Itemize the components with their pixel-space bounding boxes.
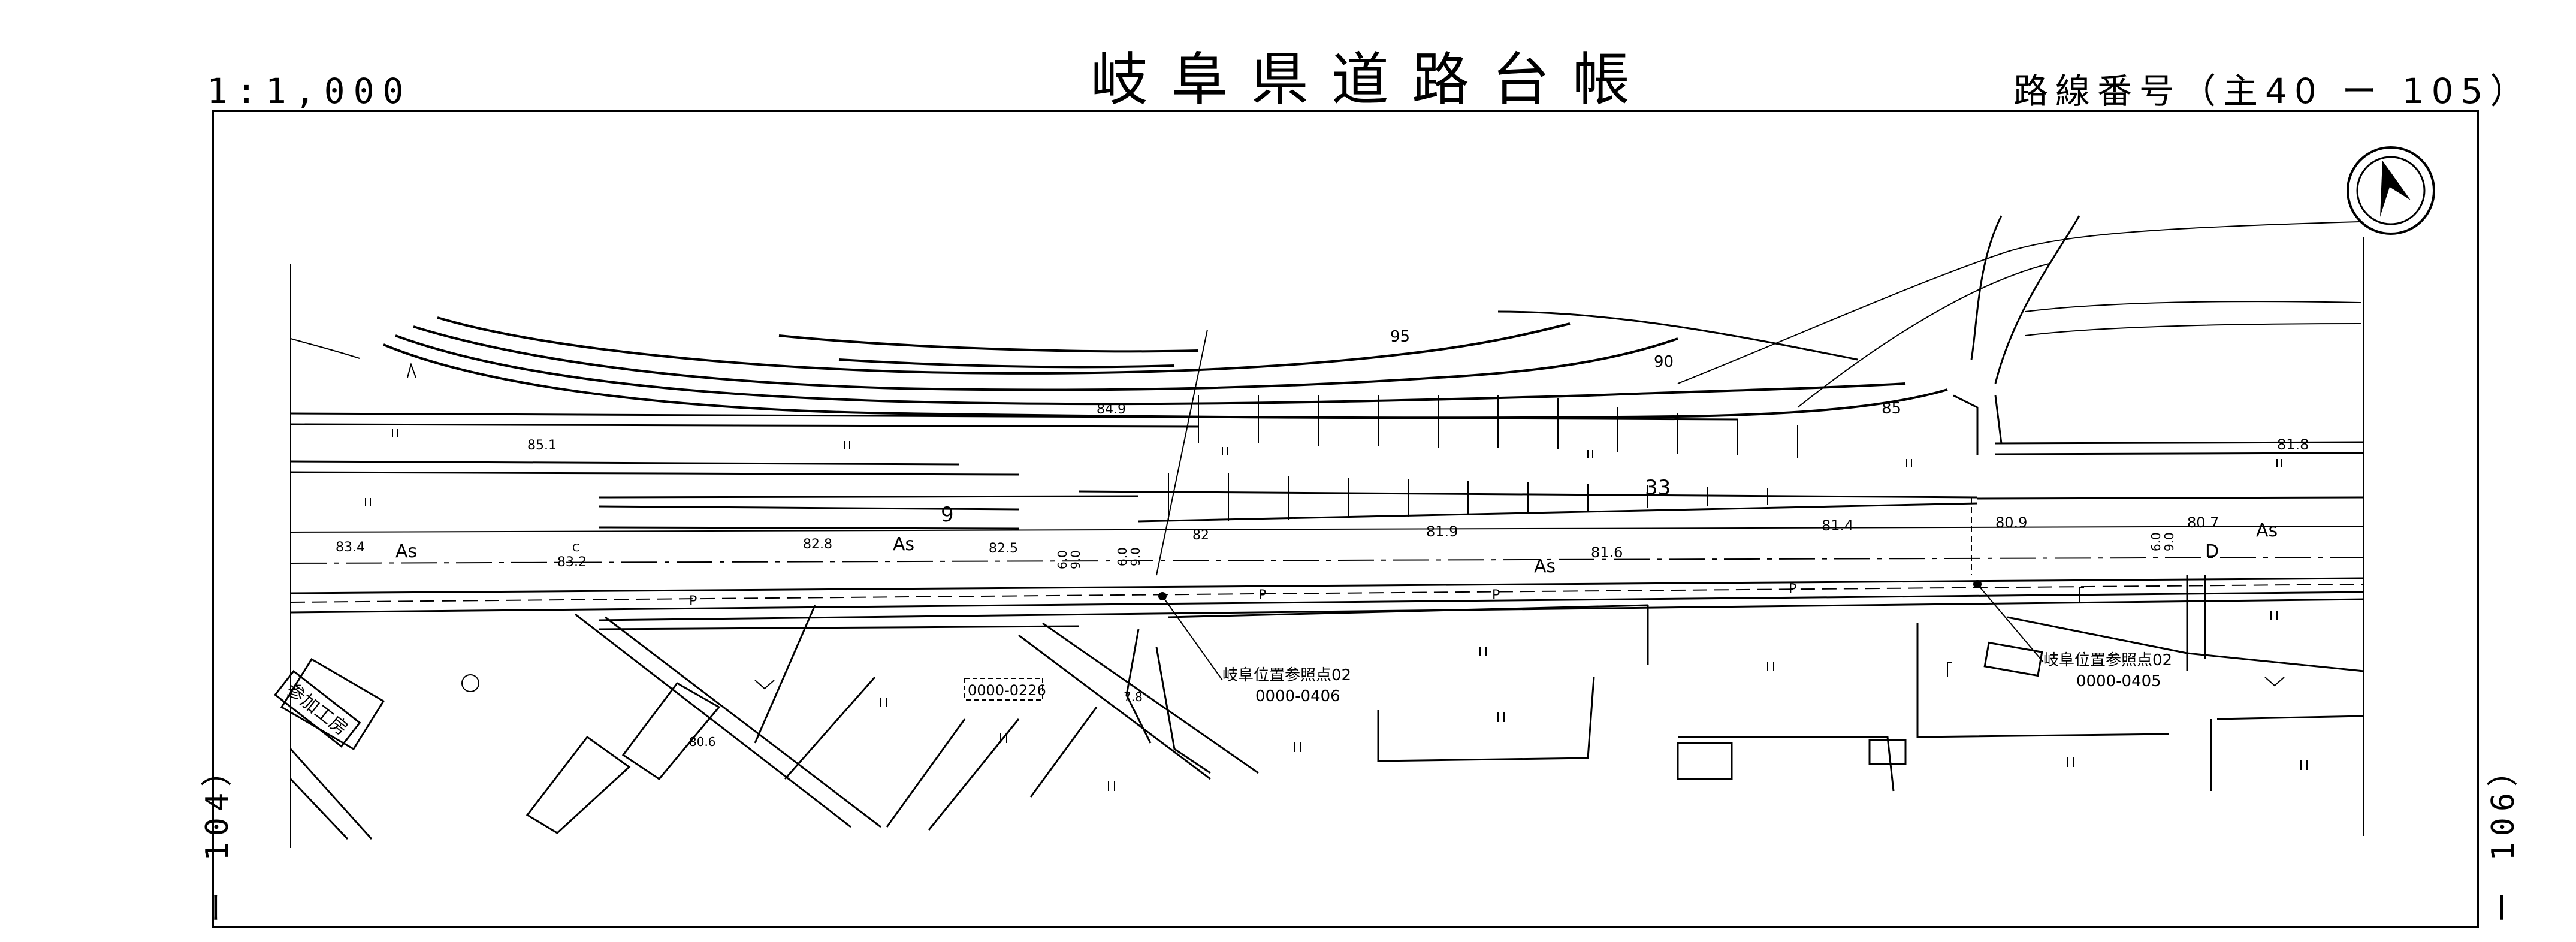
spot-height: 80.7 <box>2187 514 2219 531</box>
road-width: 9.0 <box>1068 550 1083 569</box>
vegetation-symbols <box>365 362 2308 791</box>
map-mark: C <box>572 542 580 554</box>
contour-95: 95 <box>1390 328 1410 346</box>
route-number: 路線番号（主40 ー 105） <box>2013 71 2532 111</box>
reference-point-code: 0000-0406 <box>1255 687 1340 705</box>
contour-lines-thin <box>290 221 2361 408</box>
contour-labels: 95 90 85 <box>1390 328 1901 418</box>
spot-height: 7.8 <box>1124 690 1143 704</box>
spot-height: 83.4 <box>336 540 365 555</box>
route-marker: 33 <box>1645 476 1671 500</box>
reference-point-code: 0000-0405 <box>2076 672 2161 690</box>
map-mark: P <box>689 594 697 609</box>
reference-leaders <box>1156 329 2044 681</box>
map-mark: P <box>1492 588 1500 603</box>
map-title: 岐阜県道路台帳 <box>1091 46 1653 113</box>
scale-label: 1:1,000 <box>207 71 412 111</box>
spot-height: 85.1 <box>527 438 557 453</box>
road-surface-labels: As As As As <box>395 520 2278 577</box>
spot-height: 82.5 <box>989 541 1018 556</box>
surface-as: As <box>1534 556 1556 577</box>
spot-height: 80.9 <box>1995 514 2027 531</box>
facility-label: 参加工房 <box>274 669 361 748</box>
surface-as: As <box>2256 520 2278 541</box>
road-width: 6.0 <box>2149 532 2163 551</box>
width-labels: 6.0 9.0 6.0 9.0 6.0 9.0 <box>1055 532 2176 569</box>
north-arrow-icon <box>2347 146 2435 235</box>
buildings <box>1677 641 2043 780</box>
map-mark: P <box>1258 588 1266 603</box>
spot-height: 81.8 <box>2277 436 2309 453</box>
spot-height: 83.2 <box>557 555 587 570</box>
surface-as: As <box>395 541 417 562</box>
map-frame <box>212 110 2479 928</box>
spot-height: 81.9 <box>1426 523 1458 540</box>
parcel-code: 0000-0226 <box>968 682 1046 699</box>
road-width: 6.0 <box>1055 550 1070 569</box>
spot-height: 81.4 <box>1822 517 1853 534</box>
surface-as: As <box>893 534 914 555</box>
road-width: 9.0 <box>2162 532 2176 551</box>
map-mark: 9 <box>941 503 954 527</box>
route-33-marker: 33 <box>1645 476 1671 500</box>
spot-height: 81.6 <box>1591 544 1623 561</box>
spot-height: 80.6 <box>689 735 716 749</box>
embankment-rows <box>290 412 2364 530</box>
reference-point-labels: 岐阜位置参照点02 0000-0406 岐阜位置参照点02 0000-0405 … <box>964 651 2172 705</box>
small-marks: 9 P P P P D C <box>572 503 2219 609</box>
road-width: 6.0 <box>1115 547 1130 566</box>
side-roads <box>280 605 1259 840</box>
contour-lines <box>383 310 1948 419</box>
main-road <box>290 526 2364 614</box>
contour-85: 85 <box>1882 400 1901 418</box>
map-mark: D <box>2205 541 2219 562</box>
reference-point-label: 岐阜位置参照点02 <box>1222 666 1351 684</box>
contour-90: 90 <box>1654 353 1674 371</box>
roadside-features <box>599 215 2364 792</box>
spot-height: 84.9 <box>1097 402 1126 417</box>
spot-height: 82.8 <box>803 537 832 552</box>
spot-height: 82 <box>1192 528 1209 543</box>
road-width: 9.0 <box>1128 547 1143 566</box>
reference-point-label: 岐阜位置参照点02 <box>2043 651 2172 669</box>
spot-height-labels: 85.1 84.9 83.4 83.2 82.8 82.5 82 81.9 81… <box>336 402 2309 749</box>
slope-hatching <box>1168 395 1798 521</box>
map-mark: P <box>1789 582 1796 597</box>
